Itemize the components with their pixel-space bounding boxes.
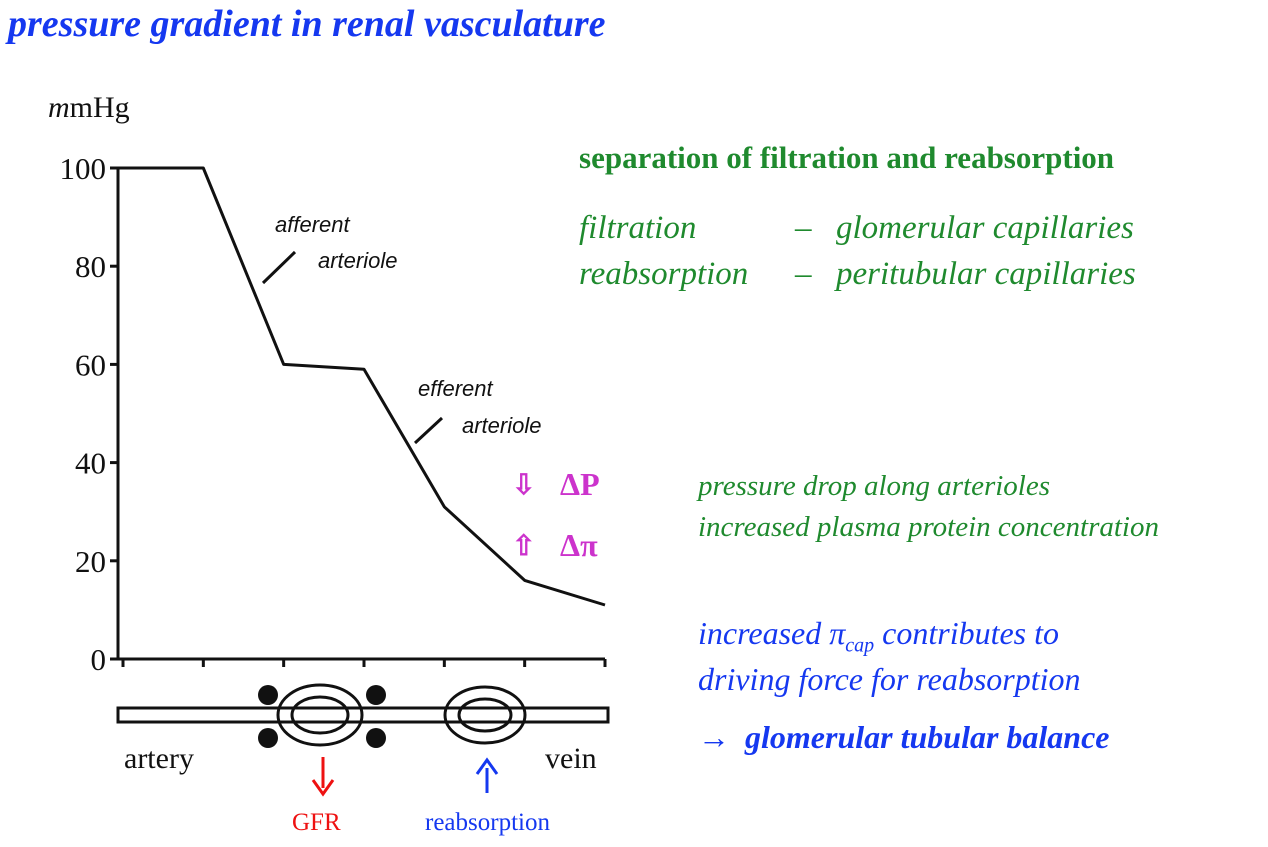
afferent-label-line2: arteriole [318,248,397,273]
glomerular-tubular-balance: glomerular tubular balance [745,719,1110,755]
cap-subscript: cap [845,634,875,657]
artery-label: artery [124,742,194,775]
y-tick-label: 40 [75,446,106,481]
down-arrow-icon: ⇩ [512,470,536,501]
pressure-line [118,166,606,607]
reabsorption-arrowhead [475,757,499,775]
reabsorption-site: peritubular capillaries [836,256,1136,292]
reabsorption-dash: – [795,256,812,292]
gfr-label: GFR [292,809,341,836]
vessel-schematic [116,683,610,748]
reabsorption-label: reabsorption [425,809,550,836]
filtration-site: glomerular capillaries [836,210,1134,246]
section-heading: separation of filtration and reabsorptio… [579,140,1115,175]
filtration-dash: – [795,210,812,246]
y-tick-label: 100 [60,151,107,186]
reabsorption-term: reabsorption [579,256,749,292]
y-ticks: 100 80 60 40 20 0 [60,151,118,677]
peritubular-inner [457,697,513,733]
y-tick-label: 60 [75,347,106,382]
efferent-label-line2: arteriole [462,413,541,438]
pressure-chart: mmHg 100 80 60 40 20 0 afferent arteriole eff… [48,91,610,836]
effect-pressure-drop: pressure drop along arterioles [698,470,1051,502]
effect-protein-concentration: increased plasma protein concentration [698,511,1159,543]
conclusion-text: contributes to [874,615,1060,651]
y-tick-label: 0 [91,642,107,677]
afferent-pointer [261,250,297,285]
peritubular-outer [443,685,527,745]
pi-symbol: π [829,615,846,651]
x-ticks [121,659,607,667]
right-arrow-icon: → [698,719,730,755]
sphincter-dot [258,685,278,705]
efferent-pointer [413,416,444,445]
delta-pi-label: Δπ [560,527,598,563]
y-tick-label: 20 [75,544,106,579]
y-axis-unit: mmHg [48,91,130,124]
sphincter-dot [366,685,386,705]
glomerulus-outer [276,683,364,747]
vein-label: vein [545,742,597,775]
conclusion-text: increased [698,615,830,651]
filtration-term: filtration [579,210,697,246]
sphincter-dot [258,728,278,748]
glomerulus-inner [290,695,350,735]
gfr-arrowhead [311,779,335,797]
y-tick-label: 80 [75,249,106,284]
conclusion-line2: driving force for reabsorption [698,661,1081,697]
efferent-label-line1: efferent [418,376,493,401]
conclusion-line1: increased πcap contributes to [698,615,1059,657]
delta-p-label: ΔP [560,466,600,502]
sphincter-dot [366,728,386,748]
up-arrow-icon: ⇧ [512,531,536,562]
page-title: pressure gradient in renal vasculature [8,3,606,45]
afferent-label-line1: afferent [275,212,350,237]
